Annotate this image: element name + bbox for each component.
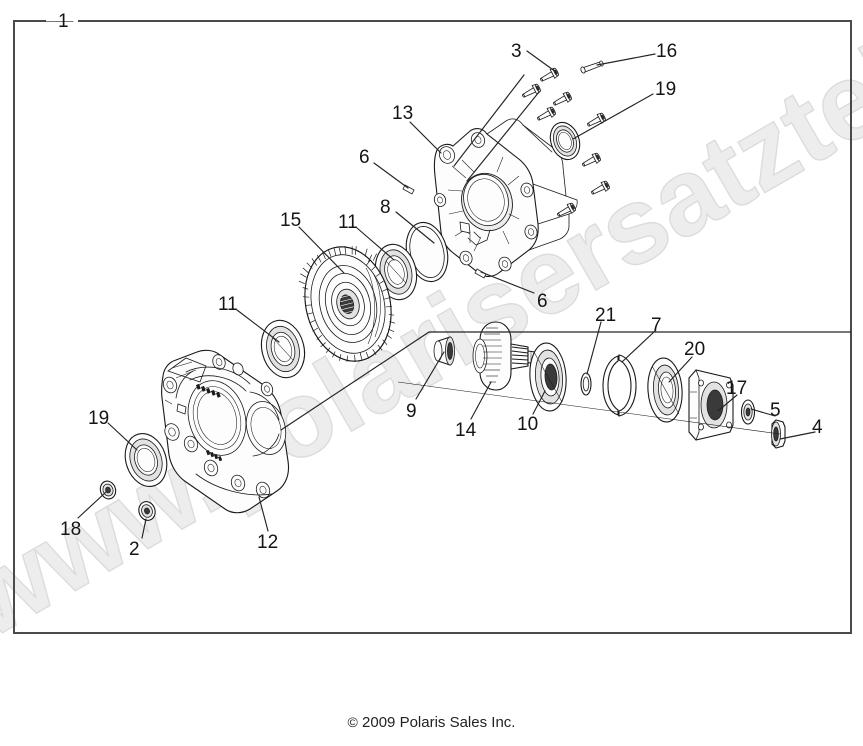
- callout-2[interactable]: 2: [129, 539, 140, 560]
- callout-16[interactable]: 16: [656, 41, 678, 62]
- part-10-pinion-bearing-inner: [529, 342, 567, 412]
- callout-6-lower[interactable]: 6: [537, 291, 548, 312]
- callout-15[interactable]: 15: [280, 210, 302, 231]
- part-7-snap-ring: [602, 354, 637, 417]
- part-6-dowel-pin-upper: [402, 184, 415, 195]
- part-20-pinion-bearing-outer: [647, 357, 683, 423]
- callout-9[interactable]: 9: [406, 401, 417, 422]
- assembly-axis: [397, 381, 781, 435]
- callout-19-upper[interactable]: 19: [655, 79, 677, 100]
- part-9-spacer-collar: [433, 336, 455, 366]
- callout-21[interactable]: 21: [595, 305, 617, 326]
- part-21-shim-thin: [580, 372, 592, 396]
- part-12-gearcase-housing: [161, 349, 290, 514]
- callout-17[interactable]: 17: [726, 378, 748, 399]
- callout-19-lower[interactable]: 19: [88, 408, 110, 429]
- svg-text:www.polarisersatzteile.de: www.polarisersatzteile.de: [0, 0, 863, 661]
- callout-5[interactable]: 5: [770, 400, 781, 421]
- callout-14[interactable]: 14: [455, 420, 477, 441]
- part-19-oil-seal-upper: [549, 121, 581, 161]
- copyright-text: 2009 Polaris Sales Inc.: [357, 714, 516, 731]
- part-16-stud-bolt: [580, 60, 604, 74]
- part-17-bearing-carrier-flange: [688, 369, 734, 441]
- callout-11-lower[interactable]: 11: [218, 294, 238, 315]
- callout-11-upper[interactable]: 11: [338, 212, 358, 233]
- copyright-symbol: ©: [347, 714, 358, 730]
- callout-7[interactable]: 7: [651, 315, 662, 336]
- callout-13[interactable]: 13: [392, 103, 414, 124]
- part-15-ring-gear: [298, 245, 396, 363]
- part-8-shim-ring: [405, 221, 449, 283]
- leader-lines: [45, 21, 851, 539]
- callout-1[interactable]: 1: [58, 11, 69, 32]
- part-2-nut-lower: [138, 501, 156, 521]
- copyright-line: © 2009 Polaris Sales Inc.: [0, 714, 863, 731]
- part-5-washer: [740, 399, 756, 425]
- callout-18[interactable]: 18: [60, 519, 82, 540]
- part-4-pinion-nut: [771, 419, 786, 449]
- part-19-oil-seal-lower: [124, 433, 168, 487]
- callout-8[interactable]: 8: [380, 197, 391, 218]
- callout-6-upper[interactable]: 6: [359, 147, 370, 168]
- callout-4[interactable]: 4: [812, 417, 823, 438]
- callout-20[interactable]: 20: [684, 339, 706, 360]
- callout-10[interactable]: 10: [517, 414, 539, 435]
- callout-3[interactable]: 3: [511, 41, 522, 62]
- callout-12[interactable]: 12: [257, 532, 279, 553]
- assembly-frame: [13, 20, 852, 634]
- watermark: www.polarisersatzteile.de: [0, 0, 863, 661]
